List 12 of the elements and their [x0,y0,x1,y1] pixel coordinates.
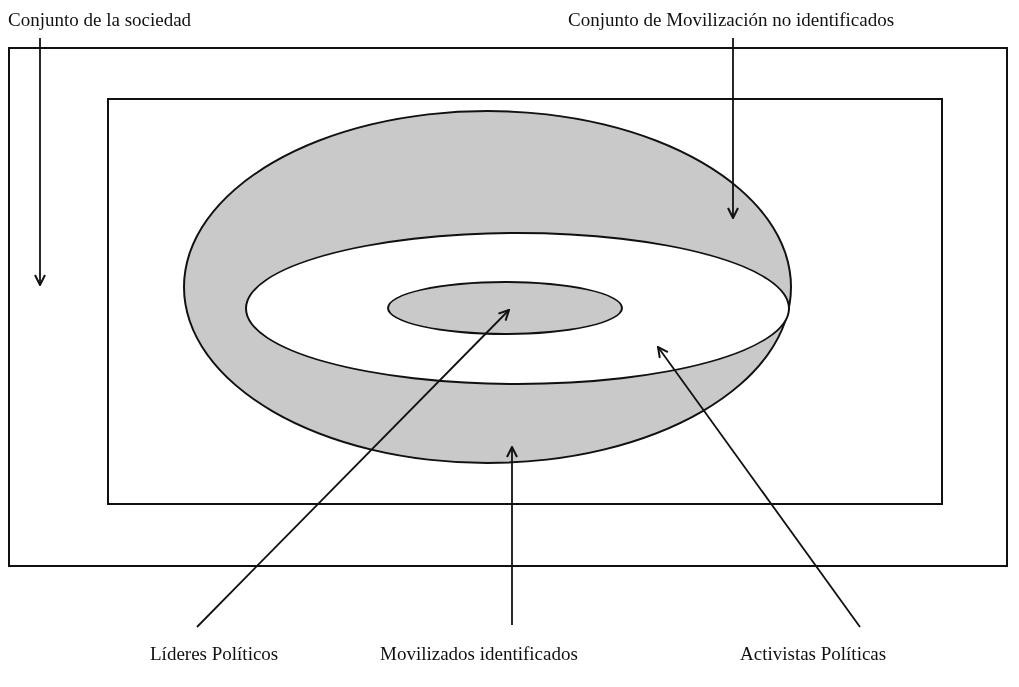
leader-line [196,309,510,628]
region-label: Activistas Políticas [740,640,915,668]
region-label: Movilizados identificados [380,640,590,668]
leader-line [727,37,739,219]
region-label: Conjunto de la sociedad [8,6,268,34]
region-box [8,47,1008,567]
leader-line [657,346,861,628]
leader-line [506,446,518,626]
leader-line [34,37,46,286]
region-label: Conjunto de Movilización no identificados [568,6,1018,34]
region-box [107,98,943,505]
region-label: Líderes Políticos [150,640,300,668]
